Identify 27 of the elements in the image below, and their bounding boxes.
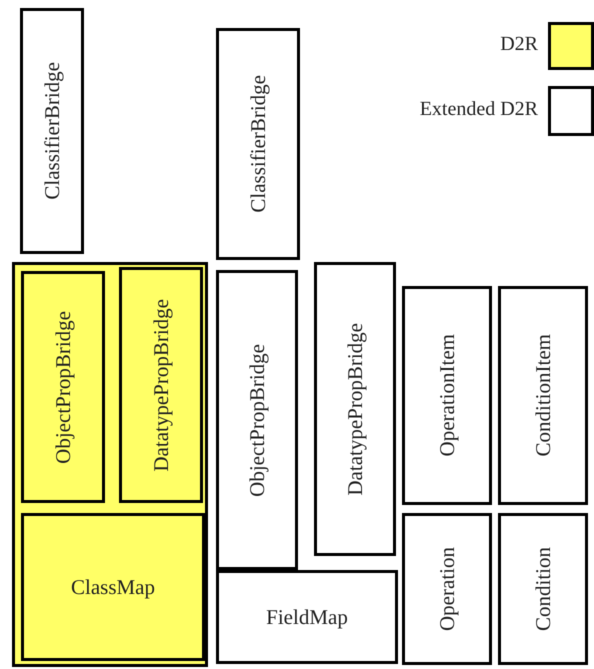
legend-label: D2R — [500, 33, 538, 56]
box — [20, 8, 84, 254]
box — [498, 286, 588, 505]
box — [216, 270, 298, 570]
box-label: ObjectPropBridge — [50, 310, 76, 464]
box-label: ObjectPropBridge — [244, 344, 270, 496]
box — [314, 262, 396, 556]
box-label: ConditionItem — [530, 334, 556, 457]
box — [216, 570, 398, 664]
box-label: OperationItem — [434, 334, 460, 457]
box — [402, 513, 492, 665]
box-label: Operation — [434, 547, 460, 631]
box-label: ClassMap — [71, 574, 155, 600]
box-label: DatatypePropBridge — [342, 322, 368, 496]
box-label: FieldMap — [266, 604, 348, 630]
box — [498, 513, 588, 665]
box — [216, 28, 300, 260]
box — [402, 286, 492, 505]
box — [21, 513, 205, 661]
box — [119, 267, 203, 503]
box-label: ClassifierBridge — [246, 75, 270, 213]
box-label: Condition — [530, 546, 556, 631]
group-box — [12, 262, 208, 667]
legend-label: Extended D2R — [420, 98, 538, 121]
box — [21, 271, 105, 503]
box-label: DatatypePropBridge — [148, 298, 174, 472]
box-label: ClassifierBridge — [40, 62, 64, 200]
